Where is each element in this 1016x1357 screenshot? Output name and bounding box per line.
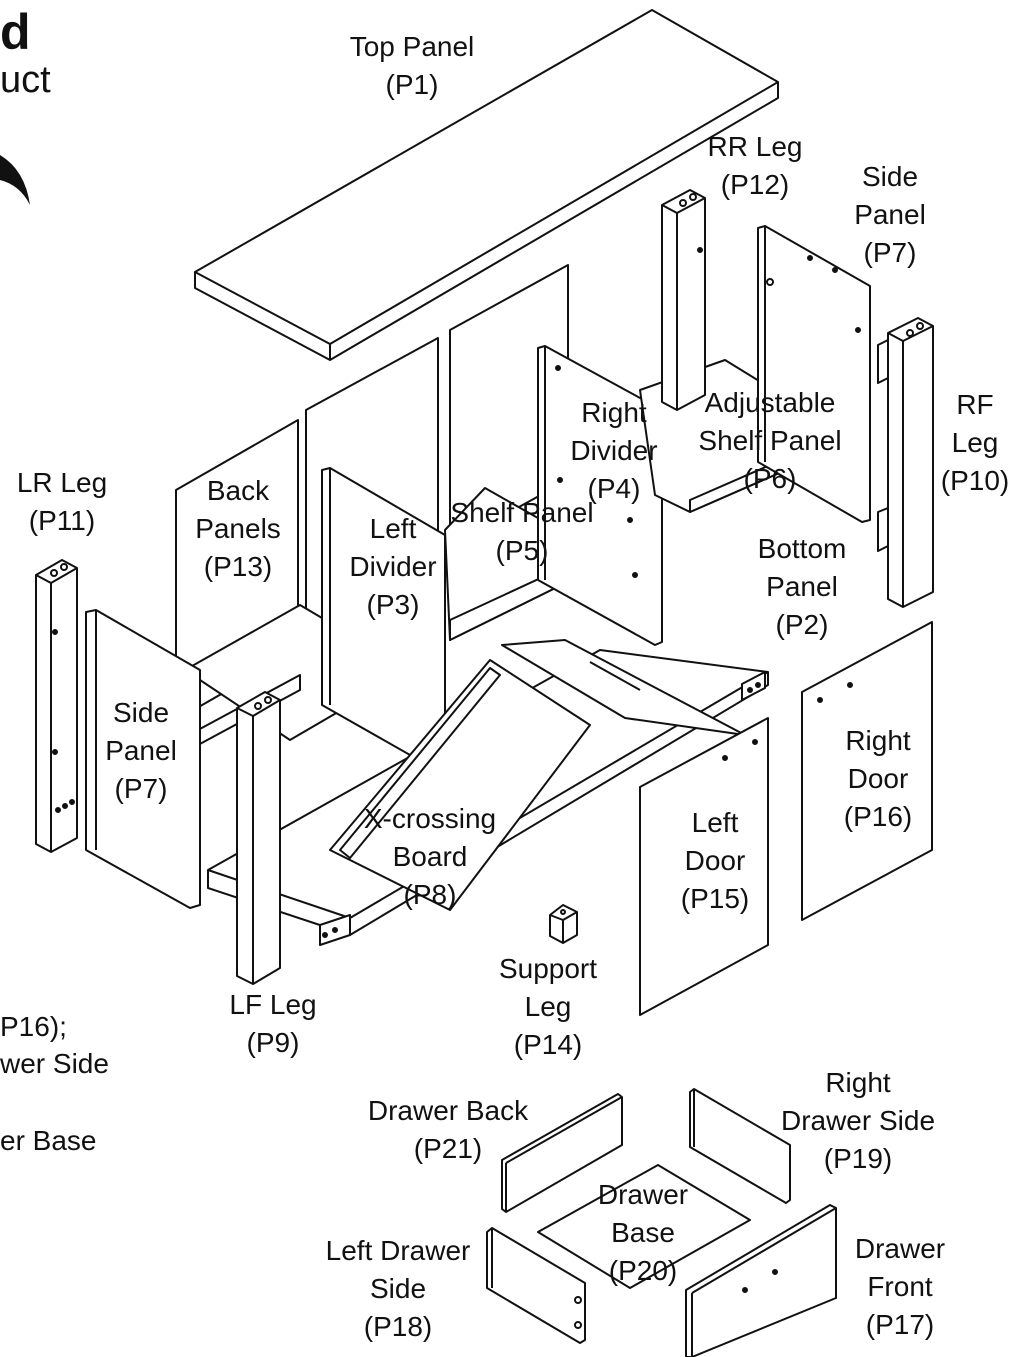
label-lf-leg: LF Leg (P9) xyxy=(229,989,317,1058)
rr-leg xyxy=(661,189,706,411)
label-bottom-panel: Bottom Panel (P2) xyxy=(757,533,847,640)
label-rf-leg: RF Leg (P10) xyxy=(940,389,1010,496)
label-right-drawer-side: Right Drawer Side (P19) xyxy=(780,1067,936,1174)
label-support-leg: Support Leg (P14) xyxy=(498,953,598,1060)
label-right-door: Right Door (P16) xyxy=(843,725,913,832)
label-left-door: Left Door (P15) xyxy=(680,807,750,914)
rf-leg xyxy=(887,317,934,608)
cropped-title-fragment: d xyxy=(0,4,31,60)
cropped-subtitle-fragment: uct xyxy=(0,59,51,101)
label-drawer-back: Drawer Back (P21) xyxy=(367,1095,529,1164)
label-left-divider: Left Divider (P3) xyxy=(349,513,437,620)
top-panel xyxy=(194,9,779,361)
right-drawer-side xyxy=(689,1088,791,1204)
lf-leg xyxy=(236,691,281,985)
label-x-crossing-board: X-crossing Board (P8) xyxy=(363,803,497,910)
cropped-note-line-3: er Base xyxy=(0,1125,97,1156)
label-rr-leg: RR Leg (P12) xyxy=(707,131,803,200)
label-shelf-panel: Shelf Panel (P5) xyxy=(450,497,594,566)
label-drawer-base: Drawer Base (P20) xyxy=(597,1179,689,1286)
drawer-front xyxy=(685,1204,837,1357)
label-right-side-panel: Side Panel (P7) xyxy=(854,161,926,268)
label-back-panels: Back Panels (P13) xyxy=(195,475,281,582)
lr-leg xyxy=(35,559,78,853)
label-top-panel: Top Panel (P1) xyxy=(349,31,475,100)
label-right-divider: Right Divider (P4) xyxy=(570,397,658,504)
right-door xyxy=(801,621,933,921)
cropped-note-line-2: wer Side xyxy=(0,1048,109,1079)
cropped-note-line-1: P16); xyxy=(0,1011,67,1042)
partial-logo-graphic xyxy=(0,155,30,205)
label-left-side-panel: Side Panel (P7) xyxy=(105,697,177,804)
label-adjustable-shelf-panel: Adjustable Shelf Panel (P6) xyxy=(698,387,842,494)
label-drawer-front: Drawer Front (P17) xyxy=(854,1233,946,1340)
x-crossing-board-1 xyxy=(329,659,591,911)
label-left-drawer-side: Left Drawer Side (P18) xyxy=(325,1235,471,1342)
left-door xyxy=(639,717,769,1016)
label-lr-leg: LR Leg (P11) xyxy=(16,467,108,536)
drawer-base xyxy=(537,1164,751,1289)
drawer-back xyxy=(501,1093,623,1213)
